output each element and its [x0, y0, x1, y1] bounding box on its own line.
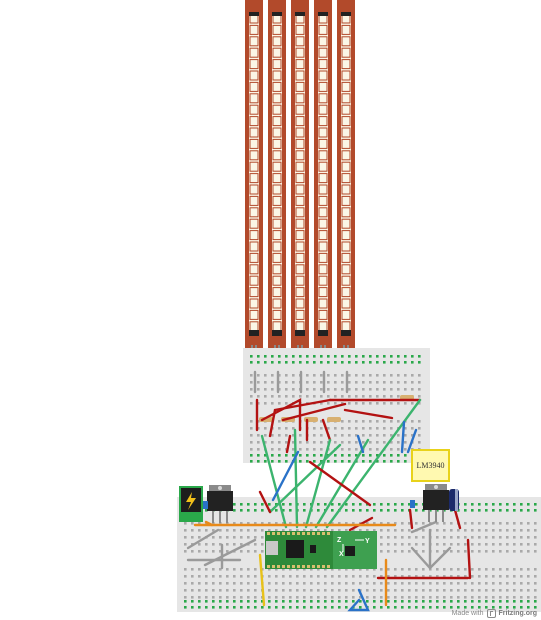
accelerometer-breakout: Z X Y: [333, 531, 377, 569]
wire-red: [258, 490, 272, 514]
voltage-regulator-left: [207, 485, 233, 523]
accel-y-label: Y: [365, 538, 370, 545]
lm3940-label-text: LM3940: [416, 461, 445, 470]
wire-orange: [204, 520, 214, 527]
small-capacitor-right: [410, 500, 415, 508]
fritzing-logo-icon: [486, 609, 496, 618]
resistor-4: [327, 417, 341, 422]
flex-sensors: [245, 0, 355, 370]
accel-x-label: X: [339, 551, 344, 558]
flex-sensor-5: [337, 0, 355, 370]
wire-grey: [410, 546, 452, 570]
small-capacitor-left: [203, 501, 208, 509]
teensy-board: [265, 531, 333, 569]
wire-green: [260, 434, 288, 529]
wire-yellow: [258, 553, 266, 607]
resistor-5: [400, 395, 414, 400]
wire-red: [466, 538, 472, 580]
flex-sensor-2: [268, 0, 286, 370]
flex-sensor-3: [291, 0, 309, 370]
wire-green: [293, 428, 299, 529]
power-icon: [186, 492, 196, 510]
upper-breadboard-holes: [250, 355, 421, 463]
dc-barrel-jack: [179, 486, 203, 522]
lm3940-label: LM3940: [411, 449, 450, 482]
wire-blue: [347, 588, 370, 612]
wire-red: [321, 418, 332, 442]
capacitor: [449, 489, 459, 511]
voltage-regulator-right: [423, 484, 449, 522]
wire-grey: [410, 520, 438, 534]
wire-red: [308, 460, 372, 507]
wire-red: [285, 434, 292, 454]
wire-red: [281, 402, 347, 422]
wire-blue: [356, 434, 365, 454]
flex-sensor-4: [314, 0, 332, 370]
wire-blue: [406, 428, 418, 454]
wires: [186, 370, 472, 612]
wire-green: [304, 438, 332, 529]
wire-red: [268, 398, 332, 438]
wire-red: [343, 408, 394, 420]
made-with-text: Made with: [451, 610, 484, 617]
wire-green: [268, 443, 342, 514]
flex-sensor-1: [245, 0, 263, 370]
wire-red: [453, 508, 462, 530]
wire-red: [408, 508, 414, 530]
fritzing-footer: Made with Fritzing.org: [452, 609, 537, 618]
wire-blue: [271, 450, 300, 502]
fritzing-brand-text: Fritzing.org: [498, 610, 538, 617]
accel-z-label: Z: [337, 537, 342, 544]
wire-grey: [186, 528, 220, 550]
wire-blue: [400, 420, 406, 454]
